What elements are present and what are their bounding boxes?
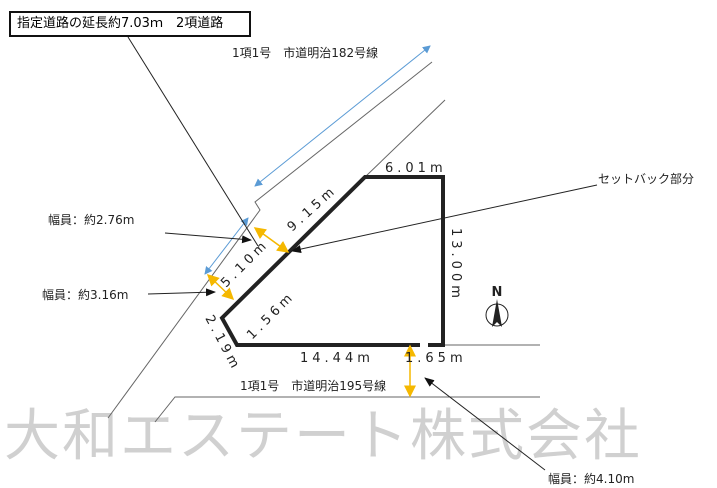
width-label-3: 幅員：約4.10m — [548, 471, 634, 486]
dim-bottom-short: 1.65m — [405, 351, 467, 366]
road-extent-arrow-1 — [254, 45, 431, 187]
north-label: N — [492, 285, 503, 300]
setback-label: セットバック部分 — [598, 171, 694, 186]
width-label-2: 幅員：約3.16m — [42, 287, 128, 302]
dim-diag-short: 1.56m — [244, 289, 298, 343]
upper-road-label: 1項1号 市道明治182号線 — [232, 45, 378, 60]
north-arrow-icon: N — [485, 285, 509, 327]
road-extent-arrow-2 — [204, 217, 249, 275]
road-extension-note: 指定道路の延長約7.03ｍ 2項道路 — [9, 11, 251, 37]
dim-top: 6.01m — [385, 161, 447, 176]
width-label-1: 幅員：約2.76m — [48, 212, 134, 227]
dim-right: 13.00m — [448, 228, 463, 302]
lower-road-edge — [154, 396, 540, 423]
road-boundaries — [107, 61, 540, 423]
lower-road-label: 1項1号 市道明治195号線 — [240, 378, 386, 393]
width-arrow-1 — [253, 227, 290, 253]
watermark: 大和エステート株式会社 — [4, 404, 642, 469]
width-arrow-2 — [206, 273, 235, 301]
dim-diag-mid: 5.10m — [218, 237, 272, 291]
leader-lines — [127, 36, 598, 471]
upper-road-edge — [107, 61, 433, 419]
dim-bottom: 14.44m — [300, 351, 374, 366]
